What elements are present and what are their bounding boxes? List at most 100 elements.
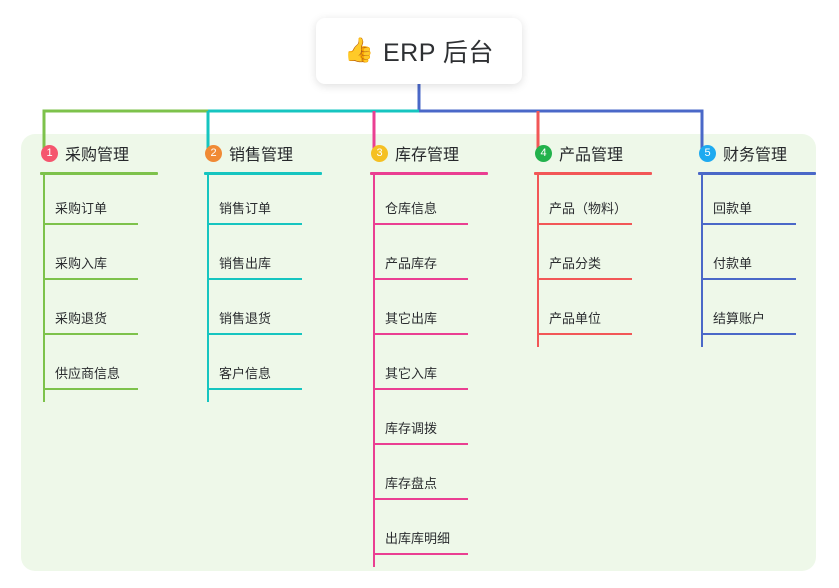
leaf-item[interactable]: 销售退货 (185, 285, 345, 340)
leaf-item-list: 仓库信息产品库存其它出库其它入库库存调拨库存盘点出库库明细 (351, 175, 511, 560)
leaf-item-list: 回款单付款单结算账户 (679, 175, 839, 340)
leaf-item[interactable]: 供应商信息 (21, 340, 181, 395)
branch-header-underline (40, 172, 158, 175)
leaf-item[interactable]: 产品分类 (515, 230, 675, 285)
leaf-item-underline (373, 278, 468, 280)
leaf-item-label: 销售退货 (219, 311, 272, 326)
leaf-item-label: 其它入库 (385, 366, 438, 381)
branch-header-underline (370, 172, 488, 175)
leaf-item-underline (701, 223, 796, 225)
root-node-title: ERP 后台 (382, 39, 494, 67)
leaf-item-underline (373, 553, 468, 555)
thumbs-up-icon: 👍 (344, 37, 374, 64)
branch-column-2: 2 销售管理销售订单销售出库销售退货客户信息 (185, 134, 345, 402)
leaf-item-label: 库存盘点 (385, 476, 438, 491)
branch-title: 库存管理 (395, 147, 460, 164)
leaf-item[interactable]: 采购订单 (21, 175, 181, 230)
branch-number-badge: 5 (699, 144, 716, 162)
leaf-item[interactable]: 销售出库 (185, 230, 345, 285)
leaf-item-label: 付款单 (713, 256, 753, 271)
leaf-item[interactable]: 销售订单 (185, 175, 345, 230)
leaf-item[interactable]: 回款单 (679, 175, 839, 230)
leaf-item[interactable]: 仓库信息 (351, 175, 511, 230)
leaf-item-label: 产品库存 (385, 256, 438, 271)
branch-title: 财务管理 (723, 147, 788, 164)
leaf-item-underline (207, 278, 302, 280)
leaf-item-label: 供应商信息 (55, 366, 121, 381)
branch-header-1[interactable]: 1 采购管理 (21, 134, 181, 172)
leaf-item-list: 采购订单采购入库采购退货供应商信息 (21, 175, 181, 395)
leaf-item-list: 销售订单销售出库销售退货客户信息 (185, 175, 345, 395)
root-node-card[interactable]: 👍 ERP 后台 (316, 18, 522, 84)
leaf-item[interactable]: 采购退货 (21, 285, 181, 340)
branch-column-4: 4 产品管理产品（物料） 产品分类产品单位 (515, 134, 675, 347)
branch-spine (537, 175, 539, 347)
branch-spine (701, 175, 703, 347)
leaf-item-label: 库存调拨 (385, 421, 438, 436)
leaf-item-label: 销售出库 (219, 256, 272, 271)
leaf-item-underline (373, 223, 468, 225)
leaf-item-list: 产品（物料） 产品分类产品单位 (515, 175, 675, 340)
leaf-item[interactable]: 采购入库 (21, 230, 181, 285)
leaf-item-label: 出库库明细 (385, 531, 451, 546)
branch-number-badge: 4 (535, 144, 552, 162)
leaf-item-label: 产品（物料） (549, 201, 628, 216)
branch-column-5: 5 财务管理回款单付款单结算账户 (679, 134, 839, 347)
leaf-item[interactable]: 其它出库 (351, 285, 511, 340)
leaf-item[interactable]: 库存盘点 (351, 450, 511, 505)
branch-header-3[interactable]: 3 库存管理 (351, 134, 511, 172)
leaf-item-underline (537, 333, 632, 335)
leaf-item[interactable]: 产品（物料） (515, 175, 675, 230)
leaf-item[interactable]: 客户信息 (185, 340, 345, 395)
branch-header-underline (204, 172, 322, 175)
leaf-item-underline (43, 278, 138, 280)
branch-number-badge: 2 (205, 144, 222, 162)
leaf-item[interactable]: 产品库存 (351, 230, 511, 285)
branch-header-underline (698, 172, 816, 175)
leaf-item-label: 产品单位 (549, 311, 602, 326)
leaf-item[interactable]: 出库库明细 (351, 505, 511, 560)
leaf-item-underline (701, 333, 796, 335)
leaf-item-label: 其它出库 (385, 311, 438, 326)
leaf-item-underline (207, 223, 302, 225)
leaf-item-underline (373, 443, 468, 445)
leaf-item-label: 回款单 (713, 201, 753, 216)
branch-column-3: 3 库存管理仓库信息产品库存其它出库其它入库库存调拨库存盘点出库库明细 (351, 134, 511, 567)
leaf-item-label: 客户信息 (219, 366, 272, 381)
branch-header-2[interactable]: 2 销售管理 (185, 134, 345, 172)
leaf-item-label: 采购退货 (55, 311, 108, 326)
leaf-item-label: 产品分类 (549, 256, 602, 271)
leaf-item[interactable]: 付款单 (679, 230, 839, 285)
leaf-item[interactable]: 其它入库 (351, 340, 511, 395)
leaf-item-underline (43, 333, 138, 335)
branch-spine (43, 175, 45, 402)
leaf-item-label: 结算账户 (713, 311, 766, 326)
branch-number-badge: 3 (371, 144, 388, 162)
leaf-item-underline (207, 333, 302, 335)
branch-column-1: 1 采购管理采购订单采购入库采购退货供应商信息 (21, 134, 181, 402)
branch-header-4[interactable]: 4 产品管理 (515, 134, 675, 172)
branch-number-badge: 1 (41, 144, 58, 162)
branch-header-5[interactable]: 5 财务管理 (679, 134, 839, 172)
leaf-item-underline (701, 278, 796, 280)
branch-columns: 1 采购管理采购订单采购入库采购退货供应商信息 2 销售管理销售订单销售出库销售退货客… (21, 134, 816, 571)
leaf-item-label: 销售订单 (219, 201, 272, 216)
leaf-item-label: 仓库信息 (385, 201, 438, 216)
leaf-item-underline (43, 223, 138, 225)
branch-header-underline (534, 172, 652, 175)
branch-title: 产品管理 (559, 147, 624, 164)
leaf-item[interactable]: 库存调拨 (351, 395, 511, 450)
branch-spine (373, 175, 375, 567)
leaf-item[interactable]: 产品单位 (515, 285, 675, 340)
leaf-item-label: 采购订单 (55, 201, 108, 216)
leaf-item-underline (43, 388, 138, 390)
branch-spine (207, 175, 209, 402)
leaf-item-underline (373, 388, 468, 390)
leaf-item-underline (373, 333, 468, 335)
branch-title: 销售管理 (229, 147, 294, 164)
leaf-item-underline (207, 388, 302, 390)
leaf-item[interactable]: 结算账户 (679, 285, 839, 340)
branch-title: 采购管理 (65, 147, 130, 164)
leaf-item-label: 采购入库 (55, 256, 108, 271)
